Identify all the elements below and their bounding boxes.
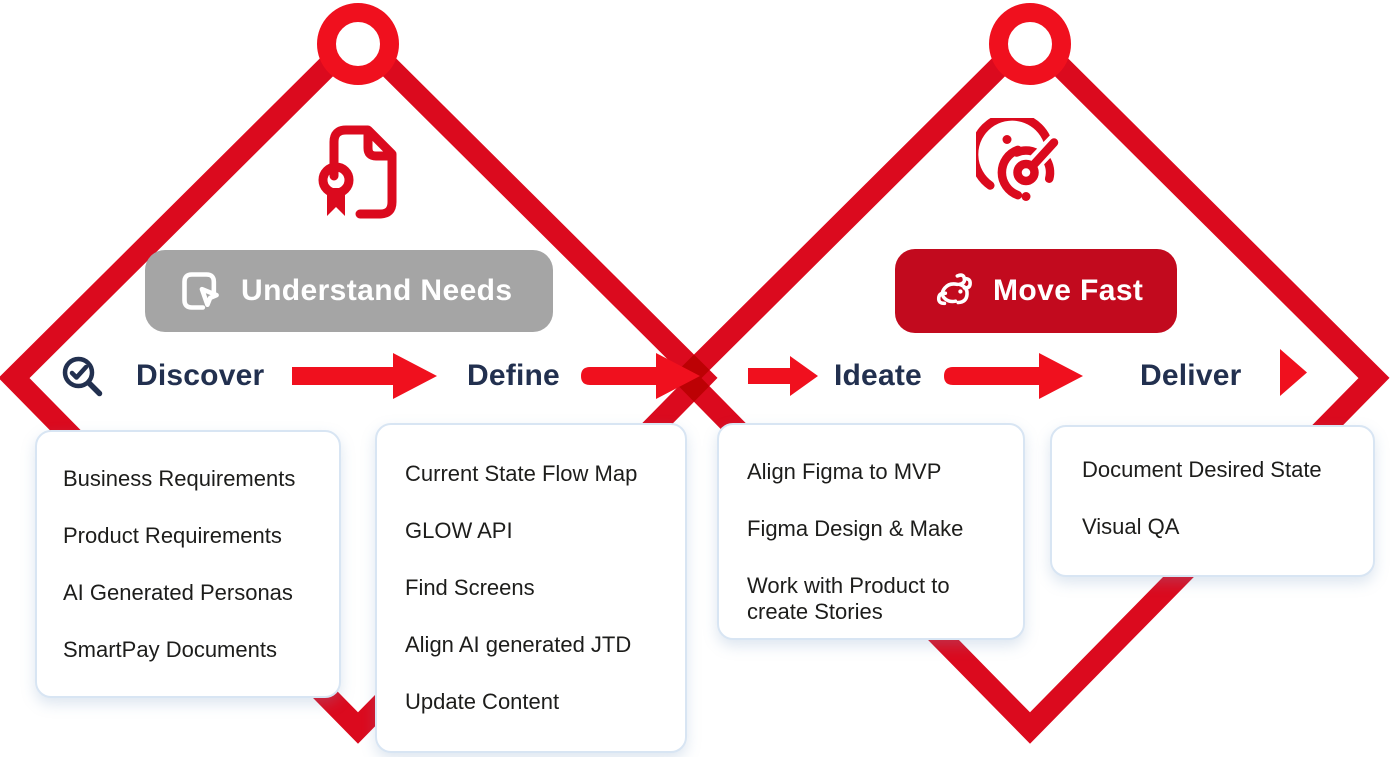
understand-needs-badge: Understand Needs [145, 250, 553, 332]
list-item: Figma Design & Make [747, 516, 964, 541]
left-diamond-outline [0, 20, 718, 744]
list-item: Find Screens [405, 575, 535, 600]
arrow-ideate-to-deliver [944, 353, 1083, 399]
list-item: Document Desired State [1082, 457, 1322, 482]
define-items-card: Current State Flow Map GLOW API Find Scr… [375, 423, 687, 753]
stage-label-define: Define [467, 359, 560, 392]
arrow-define-to-crossover [581, 353, 700, 399]
search-check-icon [62, 356, 103, 397]
certificate-document-icon [318, 125, 397, 219]
click-select-icon [182, 272, 219, 310]
right-diamond-outline [670, 20, 1390, 744]
list-item: Current State Flow Map [405, 461, 638, 486]
list-item: Align AI generated JTD [405, 632, 632, 657]
list-item: Align Figma to MVP [747, 459, 942, 484]
arrow-deliver-out [1280, 349, 1307, 396]
stage-label-deliver: Deliver [1140, 359, 1242, 392]
ideate-items-card: Align Figma to MVP Figma Design & Make W… [717, 423, 1025, 640]
list-item: Business Requirements [63, 466, 296, 491]
move-fast-label: Move Fast [993, 274, 1144, 307]
radar-icon [976, 118, 1063, 201]
right-diamond-top-ring-icon [989, 3, 1071, 85]
discover-items-card: Business Requirements Product Requiremen… [35, 430, 341, 698]
left-diamond-top-ring-icon [317, 3, 399, 85]
deliver-items-card: Document Desired State Visual QA [1050, 425, 1375, 577]
list-item: Work with Product to create Stories [747, 573, 950, 624]
understand-needs-label: Understand Needs [241, 274, 513, 307]
arrow-discover-to-define [292, 353, 437, 399]
list-item: GLOW API [405, 518, 513, 543]
list-item: Product Requirements [63, 523, 282, 548]
list-item: Update Content [405, 689, 560, 714]
arrow-crossover-to-ideate [748, 356, 818, 396]
rabbit-icon [936, 273, 972, 306]
list-item: AI Generated Personas [63, 580, 293, 605]
list-item: SmartPay Documents [63, 637, 277, 662]
stage-label-discover: Discover [136, 359, 265, 392]
list-item: Visual QA [1082, 514, 1180, 539]
stage-label-ideate: Ideate [834, 359, 922, 392]
move-fast-badge: Move Fast [895, 249, 1177, 333]
